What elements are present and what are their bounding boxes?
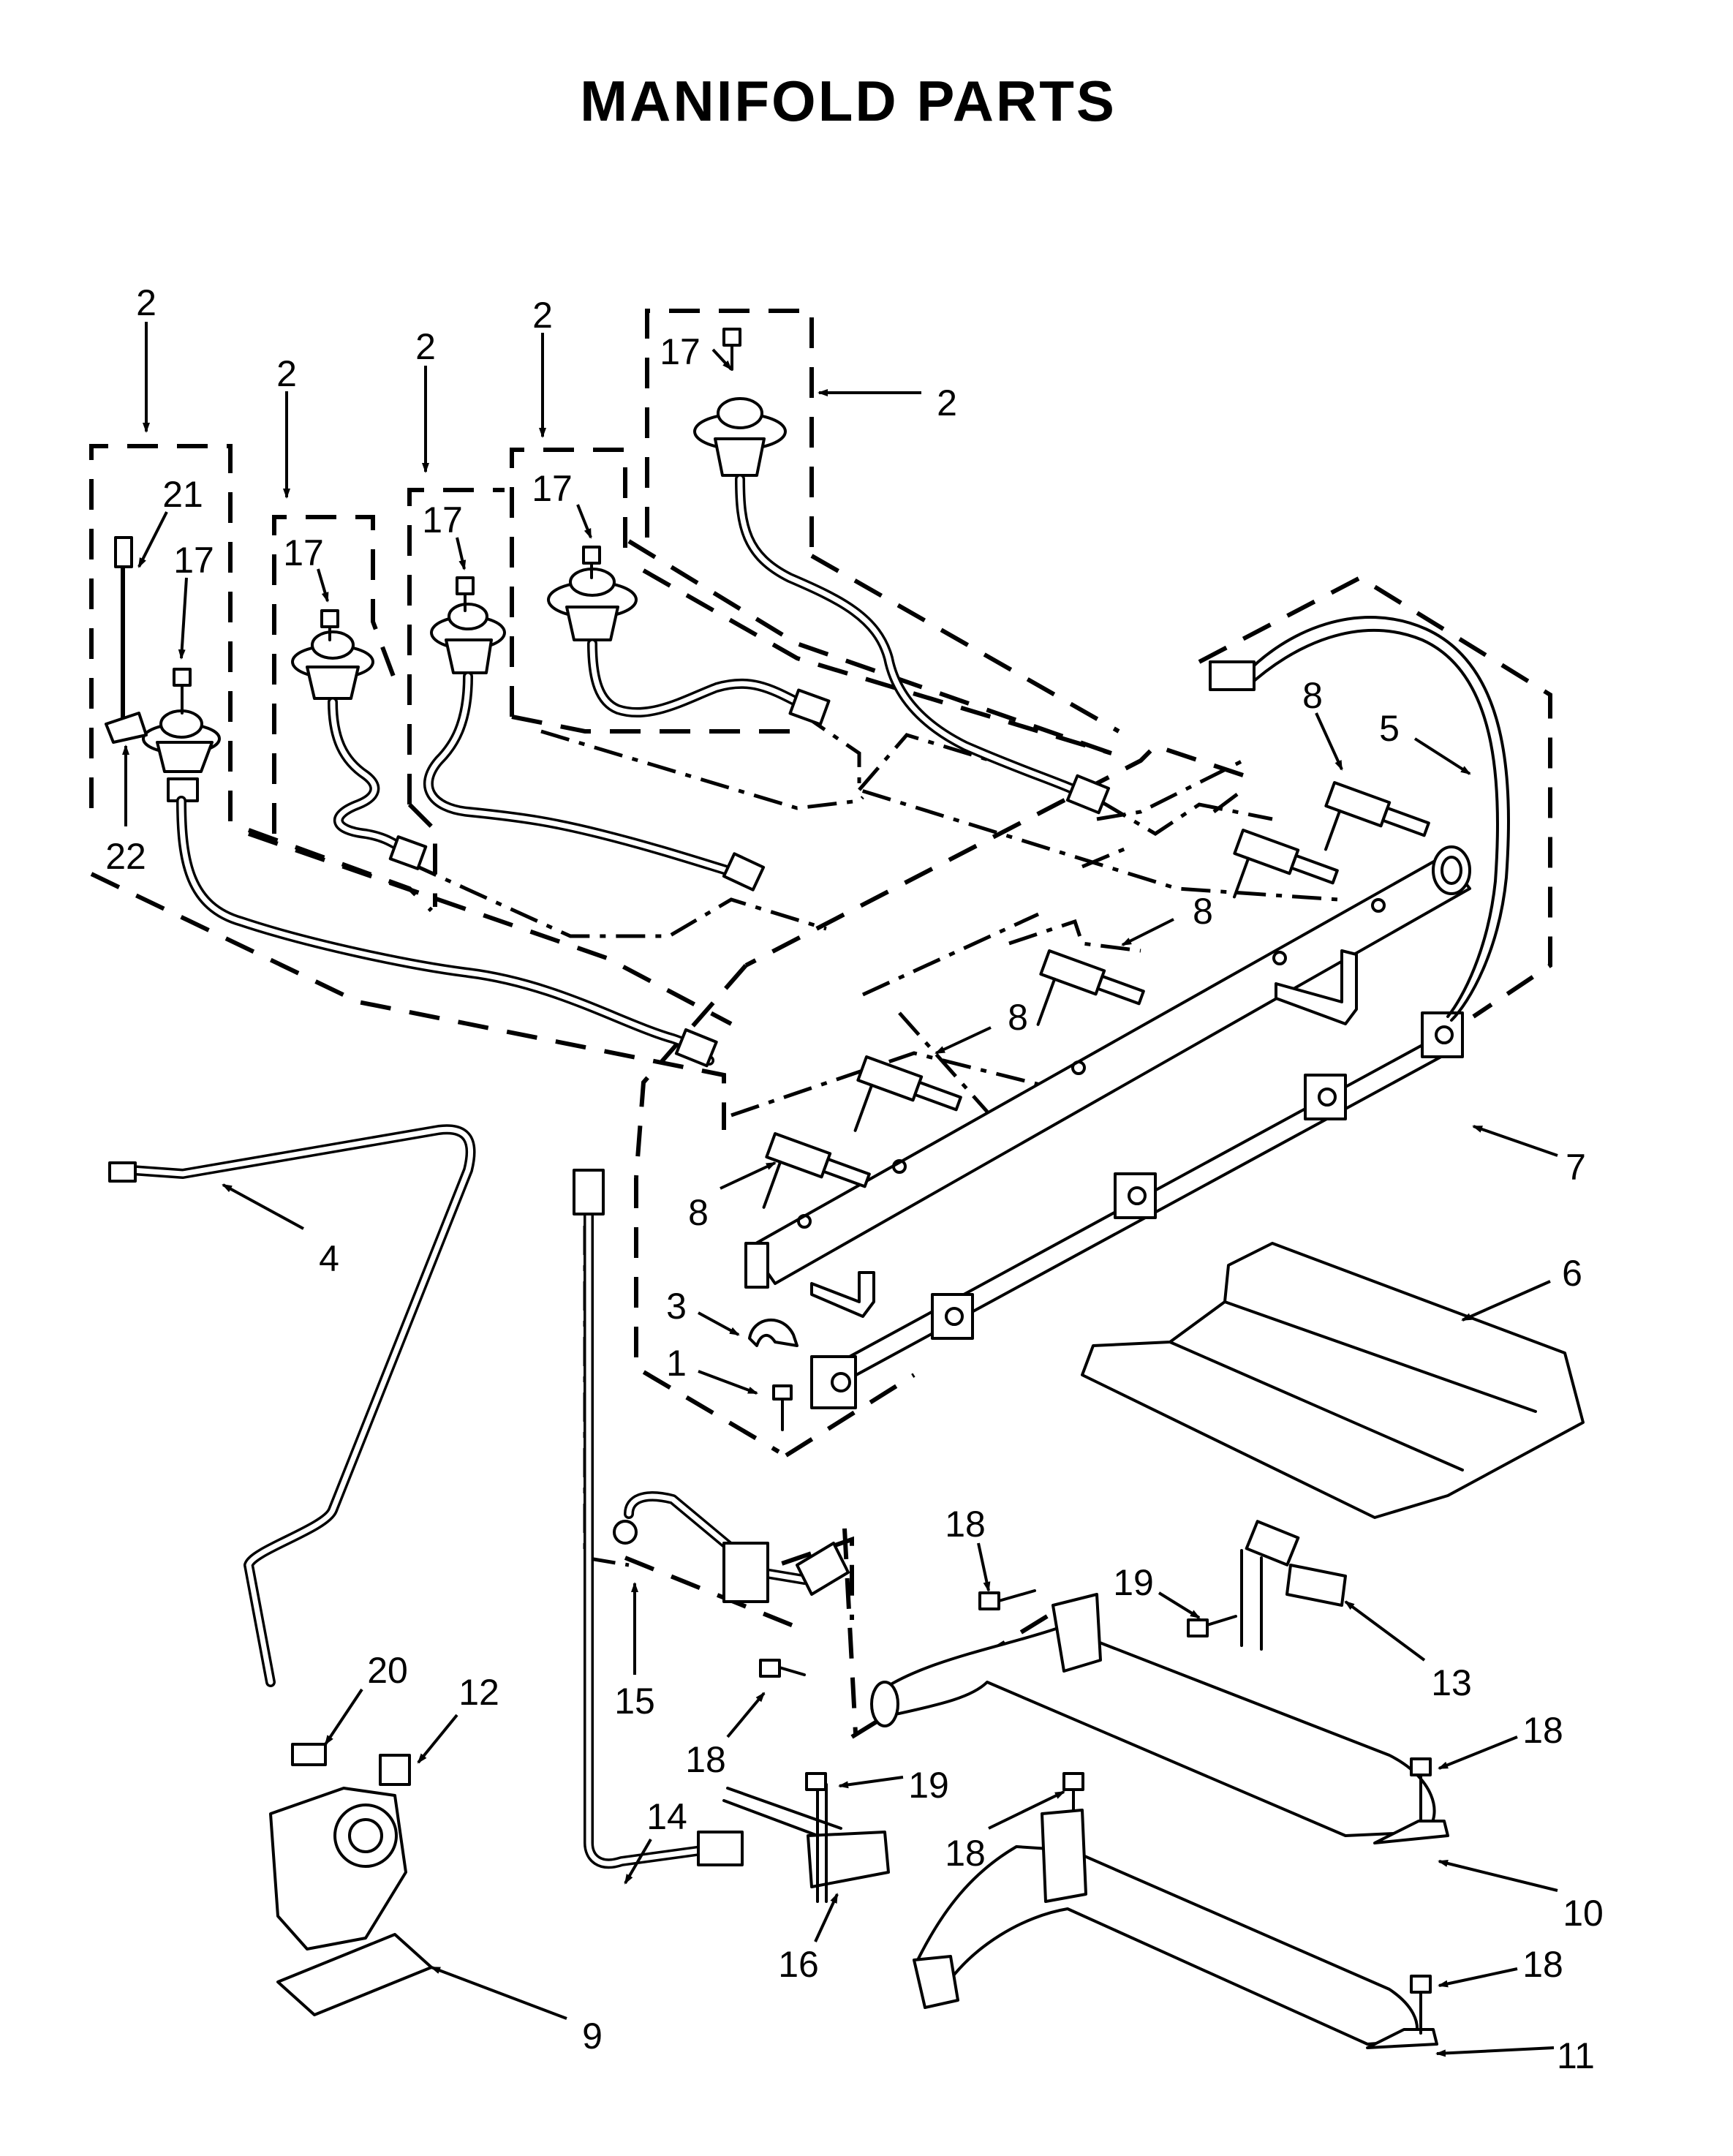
callout-leader-c-19b — [838, 1776, 904, 1789]
callout-number-c-9: 9 — [582, 2016, 603, 2057]
callout-leader-c-21 — [137, 511, 168, 568]
heat-shield — [1081, 1242, 1585, 1519]
callout-leader-c-17a — [711, 348, 733, 371]
callout-number-c-22: 22 — [105, 836, 146, 877]
callout-leader-c-7 — [1472, 1125, 1558, 1157]
feed-tube — [108, 1124, 476, 1687]
callout-labels: 2222217171717172122888857631415181818181… — [105, 282, 1604, 2076]
callout-number-c-2c: 2 — [415, 326, 436, 367]
callout-leader-c-5 — [1413, 737, 1471, 775]
callout-number-c-12: 12 — [458, 1672, 499, 1713]
callout-leader-c-18e — [1438, 1967, 1518, 1988]
callout-number-c-18b: 18 — [685, 1739, 726, 1780]
callout-number-c-18d: 18 — [945, 1833, 986, 1874]
callout-leader-c-3 — [698, 1311, 740, 1336]
callout-number-c-15: 15 — [614, 1681, 655, 1722]
callout-number-c-7: 7 — [1566, 1147, 1586, 1188]
callout-number-c-18e: 18 — [1522, 1944, 1563, 1985]
callout-leader-c-17b — [576, 504, 592, 539]
callout-number-c-8c: 8 — [1008, 997, 1028, 1038]
wire-harness — [1209, 616, 1510, 1022]
callout-leader-c-17d — [317, 568, 329, 603]
callout-number-c-16: 16 — [778, 1944, 819, 1985]
callout-number-c-17d: 17 — [283, 532, 324, 573]
electrode-bracket — [722, 1783, 890, 1903]
callout-number-c-18a: 18 — [945, 1504, 986, 1545]
callout-leader-c-12 — [417, 1714, 458, 1764]
callout-number-c-17c: 17 — [422, 500, 463, 540]
callout-number-c-19a: 19 — [1113, 1562, 1154, 1603]
gas-inlet-pipe — [573, 1169, 850, 1869]
callout-number-c-2a: 2 — [136, 282, 156, 323]
callout-number-c-4: 4 — [319, 1238, 339, 1279]
callout-number-c-1: 1 — [666, 1343, 687, 1384]
callout-number-c-17b: 17 — [532, 468, 573, 509]
callout-number-c-14: 14 — [646, 1796, 687, 1837]
valve-screws — [173, 328, 741, 715]
callout-leader-c-9 — [430, 1966, 567, 2020]
callout-leader-c-11 — [1435, 2046, 1555, 2057]
callout-leader-c-8d — [720, 1161, 777, 1190]
screws — [759, 1589, 1432, 2035]
callout-leader-c-18d — [988, 1790, 1065, 1830]
callout-leader-c-20 — [324, 1688, 363, 1746]
callout-number-c-6: 6 — [1562, 1253, 1582, 1294]
callout-number-c-13: 13 — [1431, 1662, 1472, 1703]
callout-number-c-17e: 17 — [173, 540, 214, 581]
manifold-pipe — [744, 845, 1471, 1318]
callout-leader-c-10 — [1438, 1860, 1558, 1892]
callout-leader-c-14 — [624, 1838, 652, 1885]
callout-number-c-8a: 8 — [1302, 675, 1323, 716]
callout-leader-c-17c — [456, 537, 467, 570]
callout-number-c-2e: 2 — [937, 382, 957, 423]
burner-tube-upper — [870, 1593, 1449, 1844]
callout-number-c-19b: 19 — [908, 1765, 949, 1806]
clamp-and-screw — [748, 1318, 798, 1431]
callout-leader-c-16 — [814, 1893, 839, 1942]
callout-leader-c-17e — [178, 577, 188, 660]
callout-leader-c-8c — [935, 1026, 992, 1055]
dash-dot-gas-path-lines — [408, 711, 1339, 1567]
callout-leader-c-4 — [222, 1183, 304, 1230]
callout-leader-c-8a — [1315, 712, 1343, 771]
spark-igniter — [1240, 1520, 1347, 1651]
callout-leader-c-1 — [698, 1370, 758, 1395]
callout-leader-c-13 — [1344, 1600, 1426, 1662]
callout-number-c-8b: 8 — [1193, 891, 1213, 932]
callout-number-c-21: 21 — [162, 474, 203, 515]
callout-leader-c-18b — [726, 1692, 766, 1738]
page-title: MANIFOLD PARTS — [580, 69, 1117, 133]
callout-number-c-17a: 17 — [660, 331, 701, 372]
callout-leader-c-19a — [1158, 1591, 1201, 1619]
burner-tube-lower — [913, 1809, 1438, 2049]
callout-number-c-3: 3 — [666, 1286, 687, 1327]
callout-number-c-2d: 2 — [532, 295, 553, 336]
callout-number-c-11: 11 — [1557, 2035, 1595, 2076]
pressure-regulator — [269, 1743, 433, 2016]
orifice-holders — [762, 781, 1430, 1209]
callout-number-c-10: 10 — [1563, 1893, 1604, 1934]
callout-leader-c-6 — [1461, 1280, 1551, 1322]
callout-number-c-5: 5 — [1379, 708, 1400, 749]
callout-number-c-2b: 2 — [276, 353, 297, 394]
callout-leader-c-18c — [1438, 1735, 1518, 1770]
callout-number-c-8d: 8 — [688, 1192, 709, 1233]
callout-number-c-18c: 18 — [1522, 1710, 1563, 1751]
callout-leader-c-18a — [977, 1542, 991, 1592]
burner-valves — [142, 397, 1111, 1068]
callout-leader-c-8b — [1121, 918, 1174, 946]
igniter-harness — [810, 1011, 1464, 1409]
thermocouple-and-clip — [105, 536, 148, 744]
callout-number-c-20: 20 — [367, 1650, 408, 1691]
